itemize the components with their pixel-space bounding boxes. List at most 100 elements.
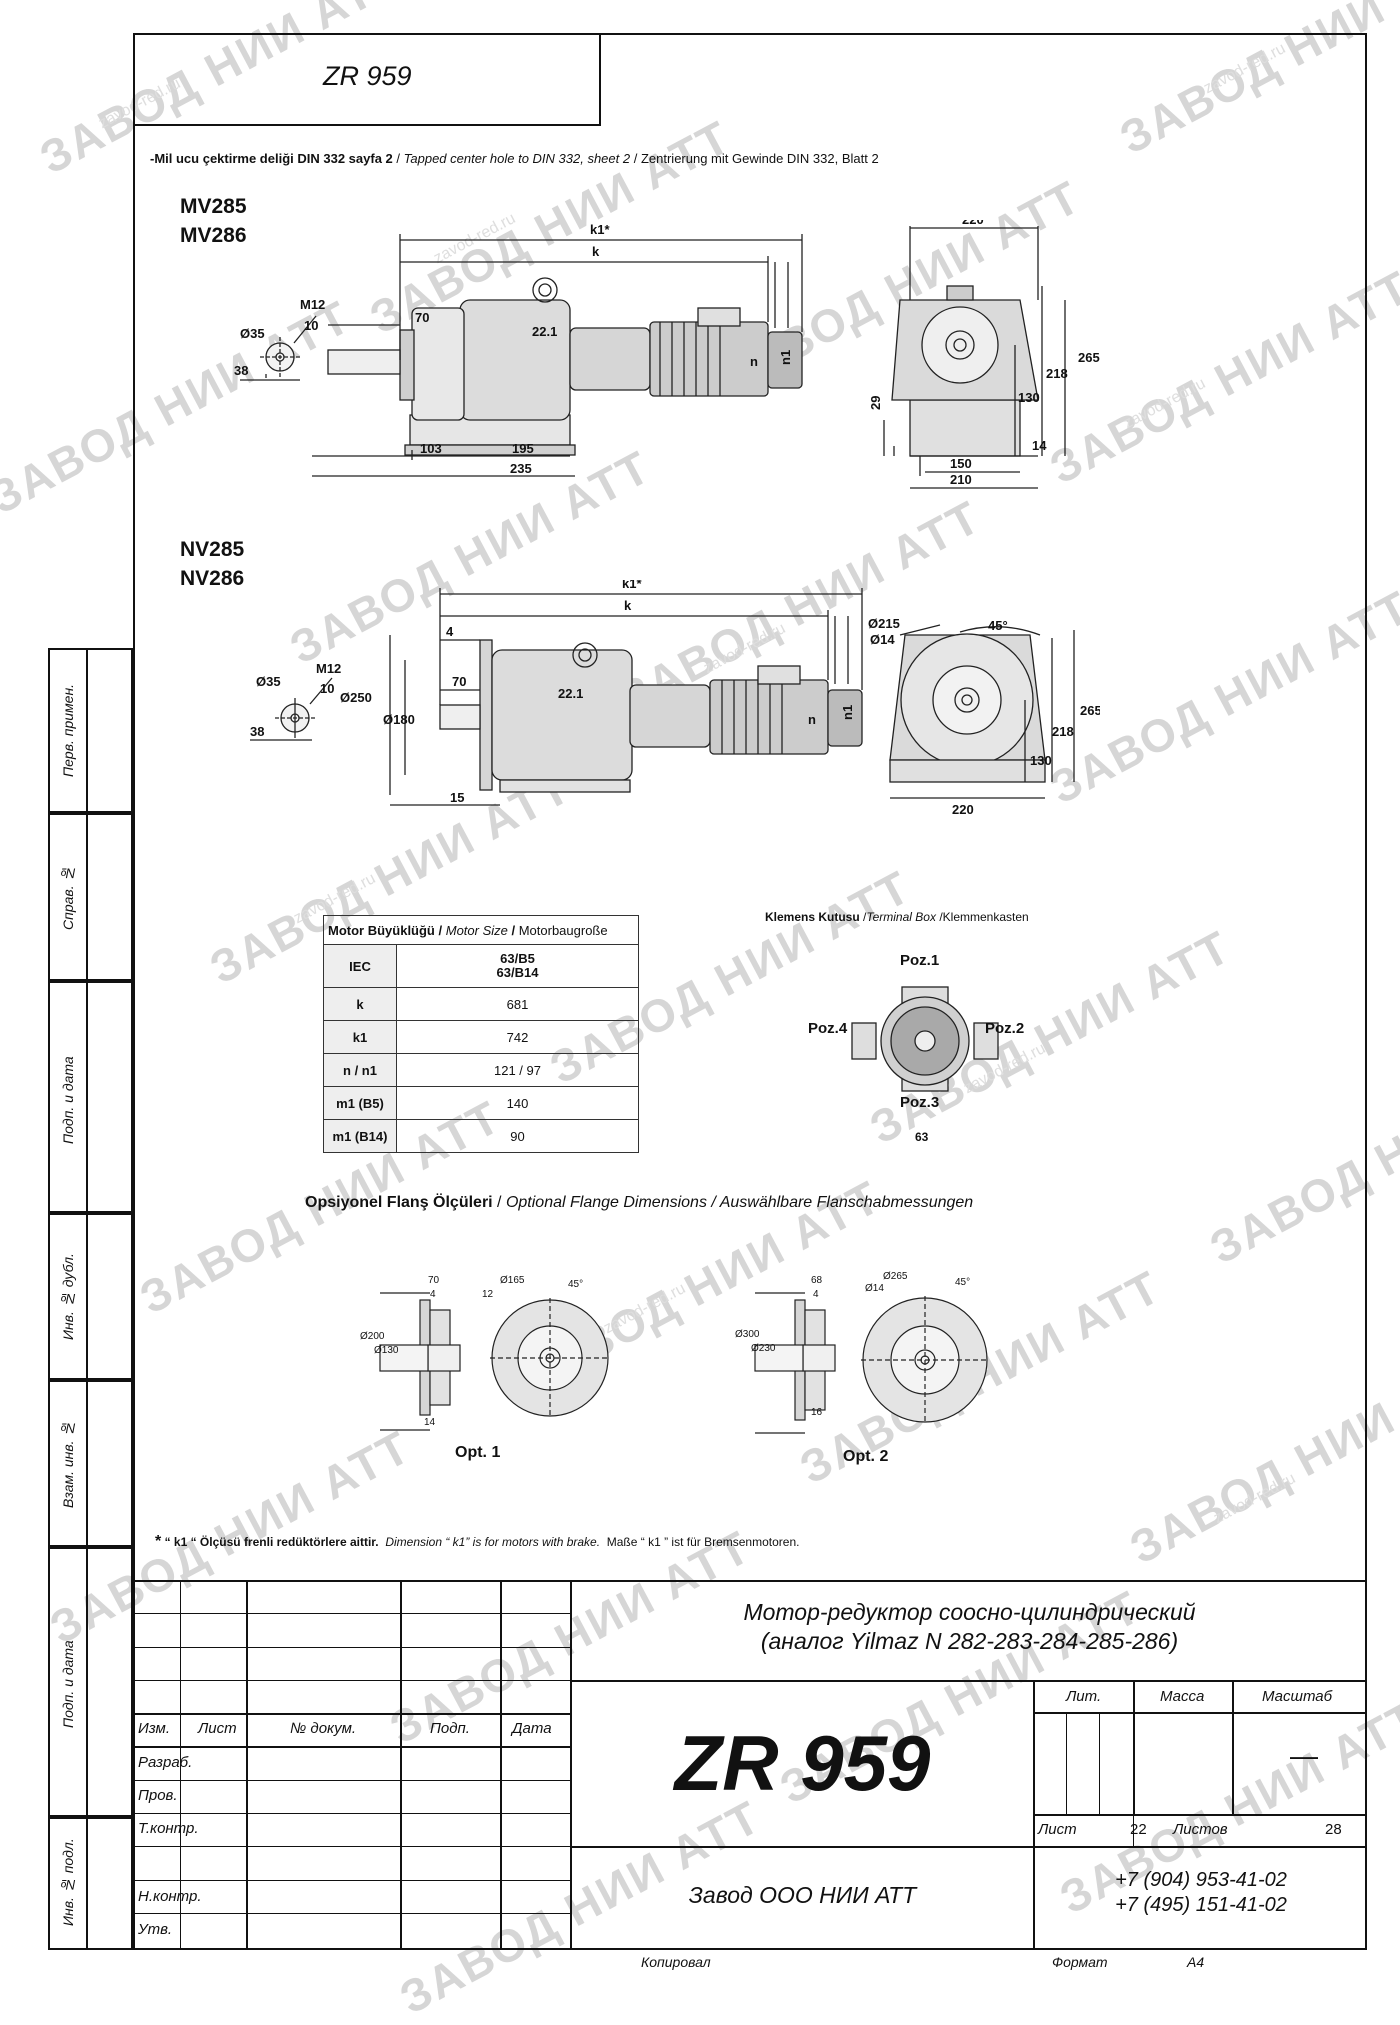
terminal-pos-3: Poz.3 bbox=[900, 1094, 939, 1111]
table-row: IEC 63/B5 63/B14 bbox=[323, 944, 639, 988]
nv-dim-218: 218 bbox=[1052, 724, 1074, 739]
doc-code-small: ZR 959 bbox=[323, 61, 412, 91]
nv-dim-k: k bbox=[624, 598, 632, 613]
mv-dim-n1: n1 bbox=[778, 350, 793, 365]
side-cell-inv-podl: Инв. № подл. bbox=[48, 1817, 133, 1950]
opt2-dim-4: 4 bbox=[813, 1289, 819, 1300]
table-row: k 681 bbox=[323, 987, 639, 1021]
opt2-label: Opt. 2 bbox=[843, 1448, 888, 1465]
opt1-dim-angle: 45° bbox=[568, 1279, 583, 1290]
mv-dim-235: 235 bbox=[510, 461, 532, 476]
side-cell-vzam-inv: Взам. инв. № bbox=[48, 1380, 133, 1547]
company-name: Завод ООО НИИ АТТ bbox=[688, 1882, 917, 1908]
opt2-dim-230: Ø230 bbox=[751, 1343, 776, 1354]
nv-shaft-depth: 10 bbox=[320, 681, 334, 696]
table-row: n / n1 121 / 97 bbox=[323, 1053, 639, 1087]
mv-dim-210: 210 bbox=[950, 472, 972, 487]
table-row: k1 742 bbox=[323, 1020, 639, 1054]
mv-drawing: k1* k 70 22.1 n1 n 103 195 235 Ø35 M12 1… bbox=[234, 220, 1100, 489]
side-label: Перв. примен. bbox=[60, 683, 76, 777]
mv-dim-265: 265 bbox=[1078, 350, 1100, 365]
opt2-dim-angle: 45° bbox=[955, 1277, 970, 1288]
mv-shaft-thread: M12 bbox=[300, 297, 325, 312]
format-value: A4 bbox=[1187, 1954, 1205, 1970]
nv-shaft-thread: M12 bbox=[316, 661, 341, 676]
format-label: Формат bbox=[1052, 1954, 1108, 1970]
mv-dim-220: 220 bbox=[962, 220, 984, 227]
mv-dim-70: 70 bbox=[415, 310, 429, 325]
terminal-box-title: Klemens Kutusu /Terminal Box /Klemmenkas… bbox=[765, 910, 1029, 924]
row-razrab: Разраб. bbox=[138, 1754, 193, 1771]
side-cell-podp-data-2: Подп. и дата bbox=[48, 1547, 133, 1817]
col-izm: Изм. bbox=[138, 1720, 170, 1737]
opt1-dim-14: 14 bbox=[424, 1417, 436, 1428]
mv-dim-29: 29 bbox=[868, 396, 883, 410]
mv-dim-195: 195 bbox=[512, 441, 534, 456]
opt2-dim-265: Ø265 bbox=[883, 1271, 908, 1282]
flange-opt1-drawing: 70 4 12 Ø165 45° Ø200 Ø130 14 Opt. 1 bbox=[360, 1275, 610, 1461]
mv-shaft-len: 38 bbox=[234, 363, 248, 378]
mv-dim-k: k bbox=[592, 244, 600, 259]
nv-model-2: NV286 bbox=[180, 567, 245, 590]
footnote: * “ k1 “ Ölçüsü frenli redüktörlere aitt… bbox=[155, 1533, 800, 1550]
opt1-dim-12: 12 bbox=[482, 1289, 494, 1300]
terminal-pos-2: Poz.2 bbox=[985, 1020, 1024, 1037]
masshtab-label: Масштаб bbox=[1262, 1688, 1333, 1705]
nv-dim-4: 4 bbox=[446, 624, 454, 639]
row-tkontr: Т.контр. bbox=[138, 1820, 199, 1837]
nv-dim-70: 70 bbox=[452, 674, 466, 689]
side-label: Подп. и дата bbox=[60, 1640, 76, 1728]
table-row: m1 (B5) 140 bbox=[323, 1086, 639, 1120]
side-label: Справ. № bbox=[60, 865, 76, 931]
mv-dim-103: 103 bbox=[420, 441, 442, 456]
mv-dim-150: 150 bbox=[950, 456, 972, 471]
nv-dim-220: 220 bbox=[952, 802, 974, 817]
row-utv: Утв. bbox=[138, 1921, 173, 1938]
kopiroval-label: Копировал bbox=[641, 1954, 711, 1970]
nv-drawing: k1* k 4 70 22.1 n1 n Ø250 Ø180 15 Ø35 M1… bbox=[250, 580, 1100, 817]
terminal-pos-1: Poz.1 bbox=[900, 952, 939, 969]
nv-dim-22: 22.1 bbox=[558, 686, 583, 701]
col-data: Дата bbox=[512, 1720, 552, 1737]
mv-dim-218: 218 bbox=[1046, 366, 1068, 381]
terminal-box-diagram: Poz.1 Poz.2 Poz.3 Poz.4 63 bbox=[808, 952, 1024, 1144]
mv-dim-k1: k1* bbox=[590, 222, 610, 237]
lit-label: Лит. bbox=[1066, 1688, 1102, 1705]
col-list: Лист bbox=[198, 1720, 237, 1737]
row-nkontr: Н.контр. bbox=[138, 1888, 202, 1905]
opt1-label: Opt. 1 bbox=[455, 1444, 500, 1461]
optional-flange-title: Opsiyonel Flanş Ölçüleri / Optional Flan… bbox=[305, 1194, 974, 1211]
phones: +7 (904) 953-41-02 +7 (495) 151-41-02 bbox=[1035, 1868, 1367, 1918]
col-doc: № докум. bbox=[290, 1720, 357, 1737]
nv-model-1: NV285 bbox=[180, 538, 245, 561]
opt1-dim-130: Ø130 bbox=[374, 1345, 399, 1356]
sheets-label: Листов bbox=[1173, 1821, 1228, 1838]
nv-dim-265: 265 bbox=[1080, 703, 1100, 718]
drawing-frame bbox=[133, 33, 1367, 1950]
scale-value: — bbox=[1290, 1740, 1318, 1771]
note-tr: -Mil ucu çektirme deliği DIN 332 sayfa 2 bbox=[150, 151, 393, 166]
table-row: m1 (B14) 90 bbox=[323, 1119, 639, 1153]
sheets-total: 28 bbox=[1325, 1821, 1342, 1838]
nv-dim-n1: n1 bbox=[840, 705, 855, 720]
terminal-size: 63 bbox=[915, 1130, 929, 1144]
mv-dim-130: 130 bbox=[1018, 390, 1040, 405]
phone-2: +7 (495) 151-41-02 bbox=[1115, 1894, 1287, 1916]
opt1-dim-165: Ø165 bbox=[500, 1275, 525, 1286]
mv-dim-n: n bbox=[750, 354, 758, 369]
col-podp: Подп. bbox=[430, 1720, 470, 1737]
mv-shaft-dia: Ø35 bbox=[240, 326, 265, 341]
doc-code-large: ZR 959 bbox=[674, 1719, 931, 1807]
note-en: Tapped center hole to DIN 332, sheet 2 bbox=[403, 151, 631, 166]
sheet-label: Лист bbox=[1038, 1821, 1077, 1838]
massa-label: Масса bbox=[1160, 1688, 1205, 1705]
opt2-dim-300: Ø300 bbox=[735, 1329, 760, 1340]
header-note: -Mil ucu çektirme deliği DIN 332 sayfa 2… bbox=[150, 151, 879, 166]
flange-opt2-drawing: 68 4 Ø265 Ø14 45° Ø300 Ø230 16 Opt. 2 bbox=[735, 1271, 989, 1465]
nv-dim-k1: k1* bbox=[622, 580, 642, 591]
side-label: Инв. № подл. bbox=[60, 1838, 76, 1926]
nv-dim-n: n bbox=[808, 712, 816, 727]
mv-dim-22: 22.1 bbox=[532, 324, 557, 339]
opt1-dim-200: Ø200 bbox=[360, 1331, 385, 1342]
mv-shaft-depth: 10 bbox=[304, 318, 318, 333]
